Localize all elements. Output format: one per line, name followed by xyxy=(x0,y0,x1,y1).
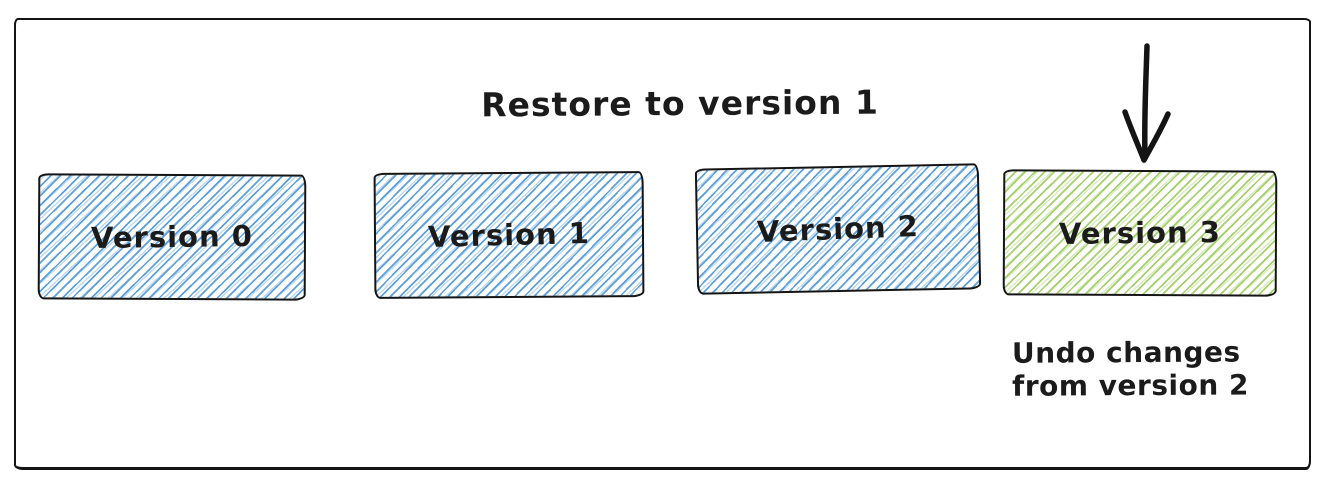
version-box-0-label: Version 0 xyxy=(90,219,254,255)
annotation-text: Undo changes from version 2 xyxy=(1011,335,1250,403)
diagram-title: Restore to version 1 xyxy=(481,82,879,125)
outer-frame xyxy=(14,18,1311,470)
version-box-2-label: Version 2 xyxy=(756,209,920,249)
version-box-1: Version 1 xyxy=(373,171,645,299)
version-box-0: Version 0 xyxy=(37,173,307,301)
version-box-3-label: Version 3 xyxy=(1058,215,1222,251)
down-arrow-icon xyxy=(1110,42,1180,170)
version-box-1-label: Version 1 xyxy=(427,216,591,254)
version-box-3: Version 3 xyxy=(1002,169,1278,297)
version-box-2: Version 2 xyxy=(694,163,982,295)
